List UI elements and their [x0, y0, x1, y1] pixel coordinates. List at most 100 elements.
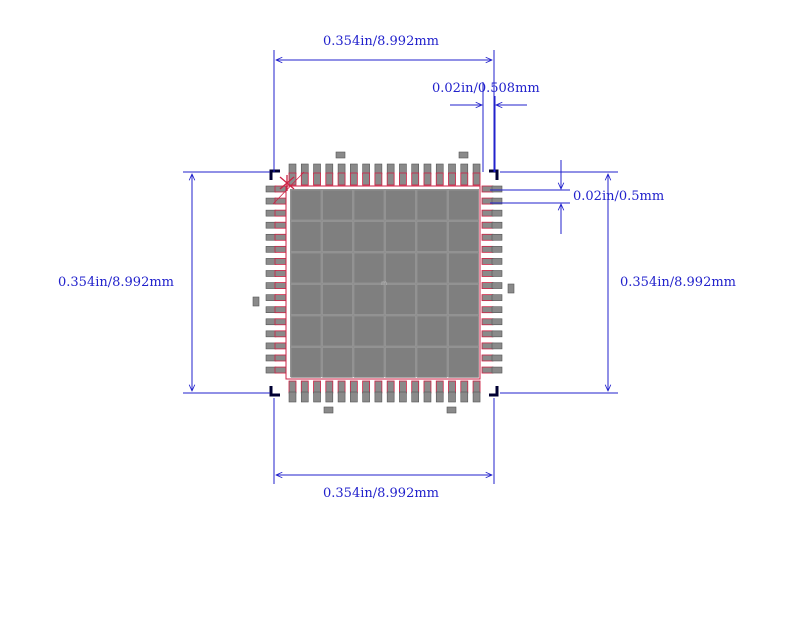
- thermal-cell: [448, 221, 479, 252]
- thermal-pad-grid: [290, 189, 479, 378]
- pad-right: [491, 221, 503, 229]
- pad-bottom-land: [472, 380, 481, 394]
- thermal-cell: [353, 221, 385, 252]
- pad-bottom-land: [337, 380, 346, 394]
- thermal-cell: [353, 284, 385, 315]
- pad-top: [460, 163, 469, 175]
- pad-right: [491, 330, 503, 338]
- pad-top: [325, 163, 334, 175]
- thermal-cell: [448, 189, 479, 221]
- pad-top: [300, 163, 309, 175]
- dim-pitch: 0.02in/0.508mm: [432, 81, 540, 96]
- thermal-cell: [416, 315, 448, 347]
- pad-bottom-land: [349, 380, 358, 394]
- thermal-cell: [290, 189, 322, 221]
- thermal-cell: [322, 252, 353, 284]
- pad-left-land: [274, 221, 287, 229]
- thermal-cell: [416, 252, 448, 284]
- pad-bottom: [288, 391, 297, 403]
- pad-top: [448, 163, 456, 175]
- pad-left: [265, 185, 277, 193]
- pad-top: [374, 163, 383, 175]
- pad-right: [491, 209, 503, 217]
- pad-bottom-land: [411, 380, 420, 394]
- pad-bottom: [423, 391, 432, 403]
- pad-right-land: [481, 354, 494, 362]
- thermal-cell: [448, 315, 479, 347]
- dim-right-height: 0.354in/8.992mm: [620, 275, 736, 290]
- pad-right: [491, 318, 503, 326]
- pad-bottom: [362, 391, 370, 403]
- fiducial-mark: [446, 406, 457, 414]
- thermal-cell: [448, 347, 479, 378]
- thermal-cell: [290, 252, 322, 284]
- pad-top: [386, 163, 395, 175]
- pad-left: [265, 354, 277, 362]
- pad-bottom: [313, 391, 321, 403]
- pad-right: [491, 258, 503, 265]
- pad-left-land: [274, 245, 287, 253]
- pad-left: [265, 330, 277, 338]
- dim-bottom-width: 0.354in/8.992mm: [323, 486, 439, 501]
- pad-bottom-land: [435, 380, 444, 394]
- pad-right-land: [481, 294, 494, 302]
- pad-top: [288, 163, 297, 175]
- thermal-cell: [353, 315, 385, 347]
- pad-right: [491, 270, 503, 277]
- thermal-cell: [448, 252, 479, 284]
- pad-left: [265, 294, 277, 301]
- pad-top: [313, 163, 321, 175]
- pad-right-land: [481, 258, 494, 265]
- thermal-cell: [322, 189, 353, 221]
- pad-right: [491, 342, 503, 350]
- thermal-cell: [385, 252, 416, 284]
- pad-bottom: [374, 391, 383, 403]
- thermal-cell: [290, 347, 322, 378]
- pad-top: [337, 163, 346, 175]
- pad-right-land: [481, 342, 494, 350]
- pad-right-land: [481, 209, 494, 217]
- pad-bottom-land: [362, 380, 371, 394]
- thermal-cell: [290, 284, 322, 315]
- thermal-cell: [385, 221, 416, 252]
- pad-right-land: [481, 270, 494, 277]
- pad-left-land: [274, 330, 287, 338]
- pad-bottom-land: [374, 380, 383, 394]
- fiducial-mark: [323, 406, 334, 414]
- thermal-cell: [290, 221, 322, 252]
- thermal-cell: [448, 284, 479, 315]
- thermal-cell: [385, 347, 416, 378]
- fiducial-mark: [458, 151, 469, 159]
- corner-brackets: [269, 169, 499, 397]
- pad-top-land: [313, 172, 321, 186]
- pin1-marker-icon: [272, 171, 305, 205]
- pad-bottom: [460, 391, 469, 403]
- pad-top-land: [325, 172, 334, 186]
- pad-left-land: [274, 318, 287, 326]
- pad-right-land: [481, 233, 494, 241]
- pad-top: [362, 163, 370, 175]
- pad-top-land: [411, 172, 420, 186]
- thermal-cell: [385, 315, 416, 347]
- pad-left: [265, 221, 277, 229]
- thermal-cell: [322, 284, 353, 315]
- pad-left-land: [274, 282, 287, 289]
- pad-right: [491, 197, 503, 205]
- pad-left: [265, 342, 277, 350]
- thermal-cell: [353, 347, 385, 378]
- dim-pad-pitch: 0.02in/0.5mm: [573, 189, 665, 204]
- center-marker: m: [381, 280, 387, 287]
- thermal-cell: [290, 315, 322, 347]
- pad-top-land: [386, 172, 395, 186]
- pad-right-land: [481, 221, 494, 229]
- pad-bottom-land: [423, 380, 432, 394]
- pad-left: [265, 366, 277, 374]
- pad-left: [265, 233, 277, 241]
- dimension-lines: [183, 50, 618, 484]
- pad-right-land: [481, 330, 494, 338]
- pad-top-land: [399, 172, 407, 186]
- thermal-cell: [353, 252, 385, 284]
- pad-bottom-land: [325, 380, 334, 394]
- pad-bottom: [399, 391, 407, 403]
